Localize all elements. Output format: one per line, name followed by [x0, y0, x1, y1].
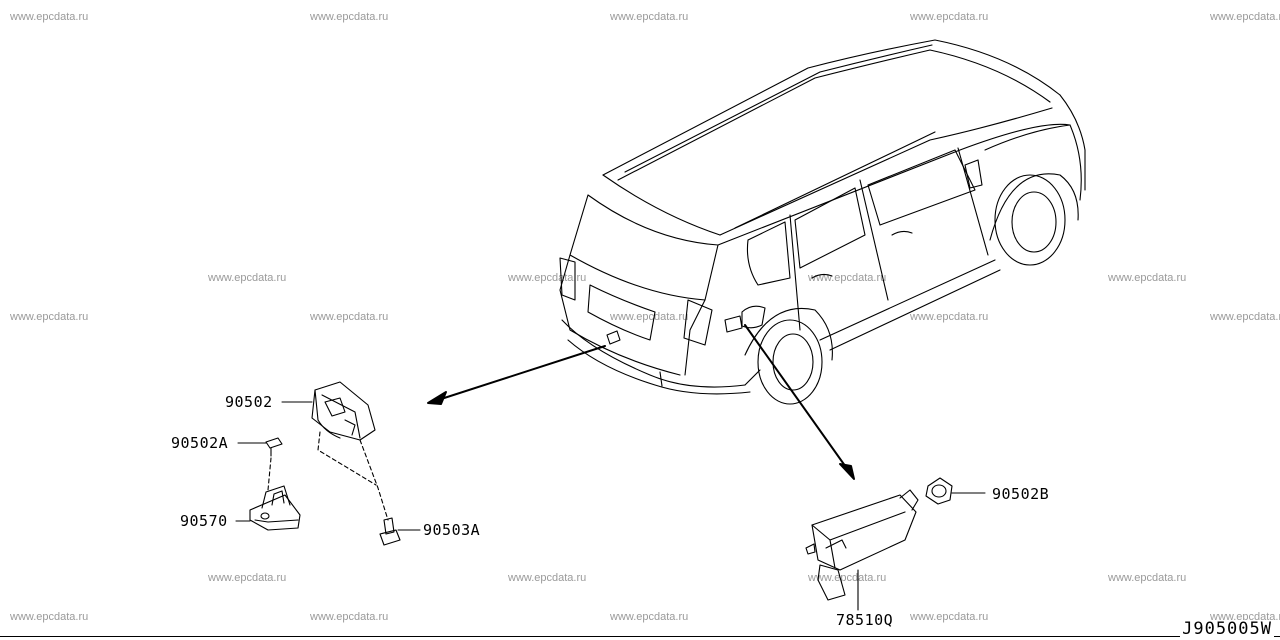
watermark: www.epcdata.ru	[808, 572, 887, 584]
part-label-90503A: 90503A	[423, 521, 481, 539]
part-label-90502: 90502	[225, 393, 273, 411]
part-label-90502B: 90502B	[992, 485, 1050, 503]
lock-90502-illustration	[282, 382, 388, 520]
watermark: www.epcdata.ru	[508, 272, 587, 284]
part-label-90570: 90570	[180, 512, 228, 530]
part-label-78510Q: 78510Q	[836, 611, 894, 629]
watermark: www.epcdata.ru	[310, 311, 389, 323]
watermark: www.epcdata.ru	[610, 311, 689, 323]
watermark: www.epcdata.ru	[10, 611, 89, 623]
watermark: www.epcdata.ru	[910, 611, 989, 623]
actuator-78510Q-illustration	[806, 490, 918, 610]
watermark: www.epcdata.ru	[1108, 272, 1187, 284]
bolt-90503A-illustration	[380, 518, 420, 545]
watermark: www.epcdata.ru	[1210, 11, 1280, 23]
watermark: www.epcdata.ru	[208, 272, 287, 284]
diagram-code: J905005W	[1180, 619, 1274, 639]
bottom-border	[0, 636, 1280, 637]
watermark: www.epcdata.ru	[310, 11, 389, 23]
watermark: www.epcdata.ru	[910, 311, 989, 323]
watermark: www.epcdata.ru	[208, 572, 287, 584]
vehicle-illustration	[560, 40, 1085, 404]
part-label-90502A: 90502A	[171, 434, 229, 452]
watermark: www.epcdata.ru	[910, 11, 989, 23]
watermark: www.epcdata.ru	[1108, 572, 1187, 584]
watermark: www.epcdata.ru	[10, 311, 89, 323]
callout-arrows	[428, 325, 854, 479]
watermark: www.epcdata.ru	[610, 11, 689, 23]
watermark: www.epcdata.ru	[610, 611, 689, 623]
screw-90502A-illustration	[238, 438, 282, 490]
watermark: www.epcdata.ru	[310, 611, 389, 623]
watermark: www.epcdata.ru	[10, 11, 89, 23]
striker-90570-illustration	[236, 486, 300, 530]
grommet-90502B-illustration	[926, 478, 985, 504]
watermark: www.epcdata.ru	[508, 572, 587, 584]
watermark: www.epcdata.ru	[1210, 311, 1280, 323]
